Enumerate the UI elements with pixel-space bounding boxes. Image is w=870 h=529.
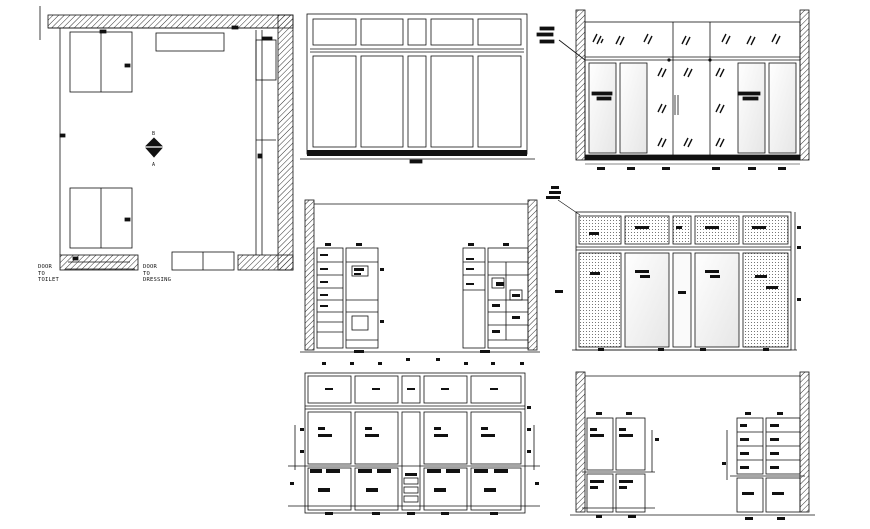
glass-wardrobe-dims (597, 167, 786, 170)
full-wardrobe-tags (290, 388, 539, 515)
full-wardrobe-elevation (288, 372, 540, 514)
plan-bottom-wall-right (237, 254, 294, 271)
side-section-tags (590, 412, 785, 520)
room-section-tags (320, 243, 524, 365)
door-dressing-line-1: DOOR (143, 264, 158, 270)
side-section-elevation (570, 371, 815, 516)
section-label-bottom: A (152, 162, 155, 168)
floor-plan (39, 6, 294, 271)
door-to-dressing-label: DOOR TO DRESSING (143, 264, 171, 284)
plan-top-wall (47, 14, 294, 29)
section-marker-down-icon (145, 147, 163, 158)
hatched-wardrobe-elevation (572, 211, 797, 351)
glass-wardrobe-elevation (536, 9, 810, 161)
door-toilet-line-2: TO (38, 270, 46, 277)
glass-reflection-marks (592, 33, 781, 148)
plan-bottom-wall-left (59, 254, 139, 271)
door-dressing-line-3: DRESSING (143, 277, 172, 283)
hatched-wardrobe-tags (546, 186, 801, 351)
plan-right-wall (277, 14, 294, 271)
window-elevation (300, 13, 535, 164)
section-label-top: B (152, 131, 155, 137)
section-marker-up-icon (145, 137, 163, 147)
door-toilet-line-1: DOOR (38, 264, 53, 270)
door-toilet-line-3: TOILET (38, 277, 60, 283)
room-section-elevation (300, 199, 540, 353)
door-dressing-line-2: TO (143, 270, 151, 277)
door-to-toilet-label: DOOR TO TOILET (38, 264, 59, 284)
